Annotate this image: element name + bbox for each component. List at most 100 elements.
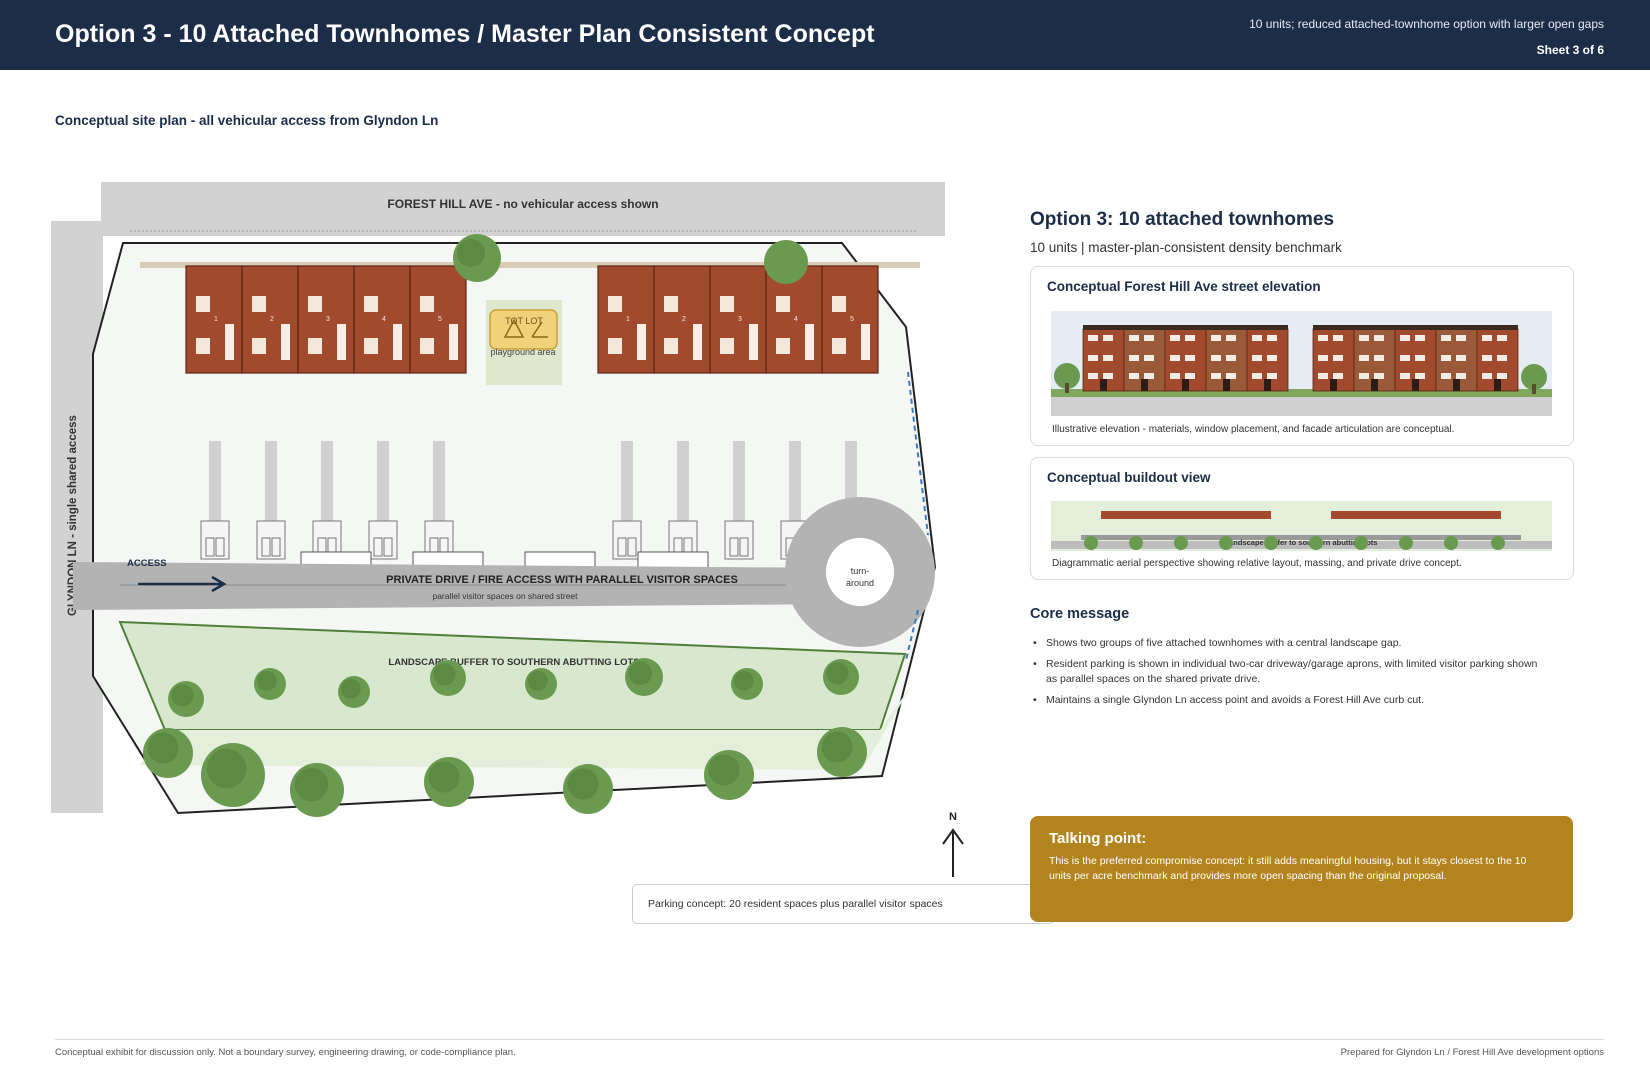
tree-canopy [256,670,277,691]
door [805,324,814,360]
tree-canopy [457,239,485,267]
tree [1219,536,1233,550]
buffer-trees [143,658,867,817]
tree [1354,536,1368,550]
garage-door [739,537,749,557]
garage [368,520,398,560]
page-title: Option 3 - 10 Attached Townhomes / Maste… [55,20,875,48]
tree [1264,536,1278,550]
sheet-number: Sheet 3 of 6 [1536,43,1604,57]
window [832,338,846,354]
visitor-label: parallel visitor spaces on shared street [432,591,578,601]
unit-number: 4 [382,316,386,323]
tree-canopy [527,670,548,691]
turnaround-label-2: around [846,578,874,588]
core-point: Shows two groups of five attached townho… [1030,636,1550,651]
tree [1054,363,1080,389]
tree-canopy [826,662,849,685]
core-point: Resident parking is shown in individual … [1030,657,1550,687]
play-equipment-icon [503,318,548,338]
garage-door [215,537,225,557]
core-point: Maintains a single Glyndon Ln access poi… [1030,693,1550,708]
tree-canopy [294,767,329,802]
tot-lot-pad [489,309,558,350]
buildout-caption: Diagrammatic aerial perspective showing … [1052,558,1462,569]
talking-point-heading: Talking point: [1049,830,1147,847]
door [861,324,870,360]
window [308,296,322,312]
tree [764,240,808,284]
buffer-label: LANDSCAPE BUFFER TO SOUTHERN ABUTTING LO… [388,657,639,668]
tree-canopy [733,670,754,691]
door [749,324,758,360]
forest-hill-ave-label: FOREST HILL AVE - no vehicular access sh… [387,197,658,211]
drive-label: PRIVATE DRIVE / FIRE ACCESS WITH PARALLE… [386,574,738,586]
window [420,338,434,354]
window [196,338,210,354]
talking-point-body: This is the preferred compromise concept… [1049,855,1527,882]
front-walkway [140,262,920,268]
window [364,296,378,312]
parking-note-box: Parking concept: 20 resident spaces plus… [632,884,1054,924]
elevation-card: Conceptual Forest Hill Ave street elevat… [1030,266,1574,446]
window [196,296,210,312]
private-drive [73,562,852,610]
unit-number: 1 [626,316,630,323]
window [308,338,322,354]
tree-canopy [567,768,599,800]
talking-point-box: Talking point: This is the preferred com… [1030,816,1573,922]
street-elevation-illustration [1051,311,1552,416]
garage-door [383,537,393,557]
tree-canopy [340,678,361,699]
unit-number: 4 [794,316,798,323]
landscape-buffer-lower [140,680,915,770]
unit-number: 2 [270,316,274,323]
footer-disclaimer: Conceptual exhibit for discussion only. … [55,1047,516,1058]
townhome-massing [1331,511,1501,519]
tree [1444,536,1458,550]
site-plan-caption: Conceptual site plan - all vehicular acc… [55,113,439,128]
tree-canopy [428,761,460,793]
driveway [209,441,221,521]
window [252,296,266,312]
tree [1491,536,1505,550]
garage-door [205,537,215,557]
window [364,338,378,354]
turnaround-island [826,538,894,606]
driveway [733,441,745,521]
tree [1174,536,1188,550]
window [608,296,622,312]
window [832,296,846,312]
window [664,338,678,354]
unit-number: 3 [326,316,330,323]
window [664,296,678,312]
window [608,338,622,354]
buildout-inner-label: Landscape buffer to southern abutting lo… [1225,538,1378,547]
option-title: Option 3: 10 attached townhomes [1030,209,1335,230]
page-subtitle: 10 units; reduced attached-townhome opti… [1249,17,1604,31]
buildout-illustration: Landscape buffer to southern abutting lo… [1051,501,1552,551]
driveway [677,441,689,521]
window [776,296,790,312]
window [720,338,734,354]
garage-door [271,537,281,557]
window [776,338,790,354]
tree-canopy [433,663,456,686]
garage [724,520,754,560]
tree [1309,536,1323,550]
core-message-list: Shows two groups of five attached townho… [1030,636,1550,714]
unit-number: 5 [850,316,854,323]
tree [1521,364,1547,390]
garage-door [617,537,627,557]
unit-number: 1 [214,316,218,323]
north-label: N [949,811,957,823]
door [693,324,702,360]
forest-hill-ave-road [101,182,945,236]
driveway [621,441,633,521]
elevation-caption: Illustrative elevation - materials, wind… [1052,424,1455,435]
north-arrowhead-icon [942,828,964,845]
window [420,296,434,312]
tree-canopy [628,661,652,685]
tree-canopy [147,732,179,764]
